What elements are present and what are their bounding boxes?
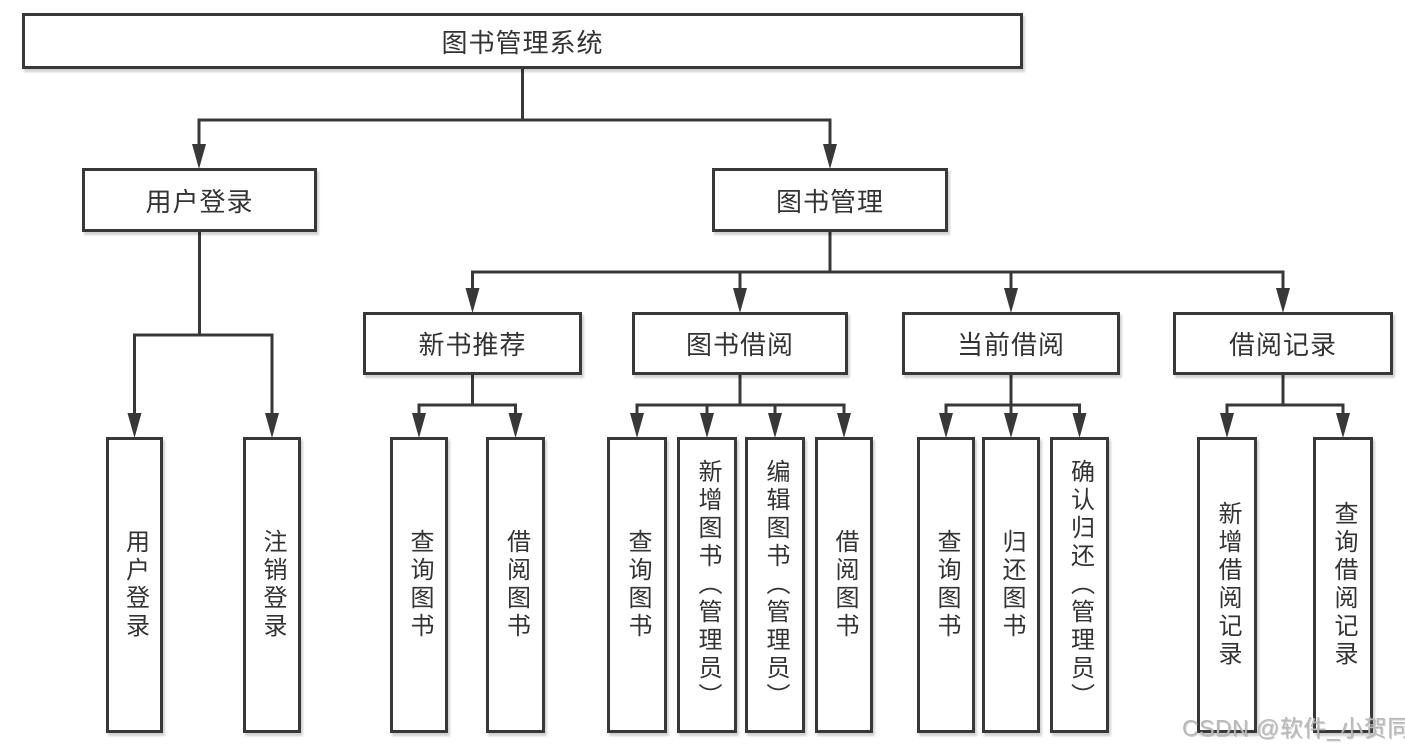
leaf-edit-book-admin: 编辑图书（管理员）: [745, 437, 805, 733]
leaf-user-login: 用户登录: [106, 437, 163, 733]
leaf-logout-label: 注销登录: [259, 529, 286, 641]
leaf-query-borrow-record: 查询借阅记录: [1313, 437, 1373, 733]
leaf-borrow-books-2: 借阅图书: [815, 437, 873, 733]
node-user-login-branch-label: 用户登录: [145, 186, 254, 217]
leaf-user-login-label: 用户登录: [121, 529, 149, 641]
leaf-query-books-3: 查询图书: [917, 437, 975, 733]
leaf-add-book-admin: 新增图书（管理员）: [677, 437, 737, 733]
leaf-edit-book-admin-label: 编辑图书（管理员）: [762, 459, 789, 711]
node-borrow-records-label: 借阅记录: [1228, 330, 1337, 360]
node-root-system: 图书管理系统: [22, 13, 1023, 69]
leaf-add-book-admin-label: 新增图书（管理员）: [694, 459, 721, 711]
node-book-borrow-label: 图书借阅: [685, 330, 794, 360]
leaf-return-book-label: 归还图书: [998, 529, 1025, 641]
leaf-query-borrow-record-label: 查询借阅记录: [1330, 501, 1357, 669]
leaf-logout: 注销登录: [243, 437, 301, 733]
node-new-book-recommend-label: 新书推荐: [418, 330, 527, 360]
leaf-add-borrow-record: 新增借阅记录: [1197, 437, 1257, 733]
leaf-confirm-return-admin: 确认归还（管理员）: [1050, 437, 1109, 733]
node-book-management-branch: 图书管理: [712, 168, 948, 232]
leaf-query-books-3-label: 查询图书: [933, 529, 960, 641]
leaf-query-books-2: 查询图书: [607, 437, 667, 733]
leaf-query-books-1-label: 查询图书: [406, 529, 433, 641]
leaf-add-borrow-record-label: 新增借阅记录: [1214, 501, 1241, 669]
node-book-borrow: 图书借阅: [632, 312, 848, 375]
node-book-management-branch-label: 图书管理: [775, 186, 884, 217]
node-current-borrow-label: 当前借阅: [956, 330, 1065, 360]
leaf-query-books-1: 查询图书: [390, 437, 448, 733]
leaf-return-book: 归还图书: [982, 437, 1040, 733]
node-root-label: 图书管理系统: [441, 27, 604, 58]
leaf-borrow-books-2-label: 借阅图书: [831, 529, 858, 641]
node-new-book-recommend: 新书推荐: [363, 312, 582, 375]
csdn-watermark: CSDN @软件_小贺同学: [1182, 715, 1405, 741]
leaf-borrow-books-1: 借阅图书: [486, 437, 545, 733]
node-current-borrow: 当前借阅: [902, 312, 1120, 375]
leaf-borrow-books-1-label: 借阅图书: [502, 529, 530, 641]
node-user-login-branch: 用户登录: [82, 168, 317, 232]
node-borrow-records: 借阅记录: [1173, 312, 1393, 375]
leaf-confirm-return-admin-label: 确认归还（管理员）: [1066, 459, 1094, 711]
leaf-query-books-2-label: 查询图书: [624, 529, 651, 641]
